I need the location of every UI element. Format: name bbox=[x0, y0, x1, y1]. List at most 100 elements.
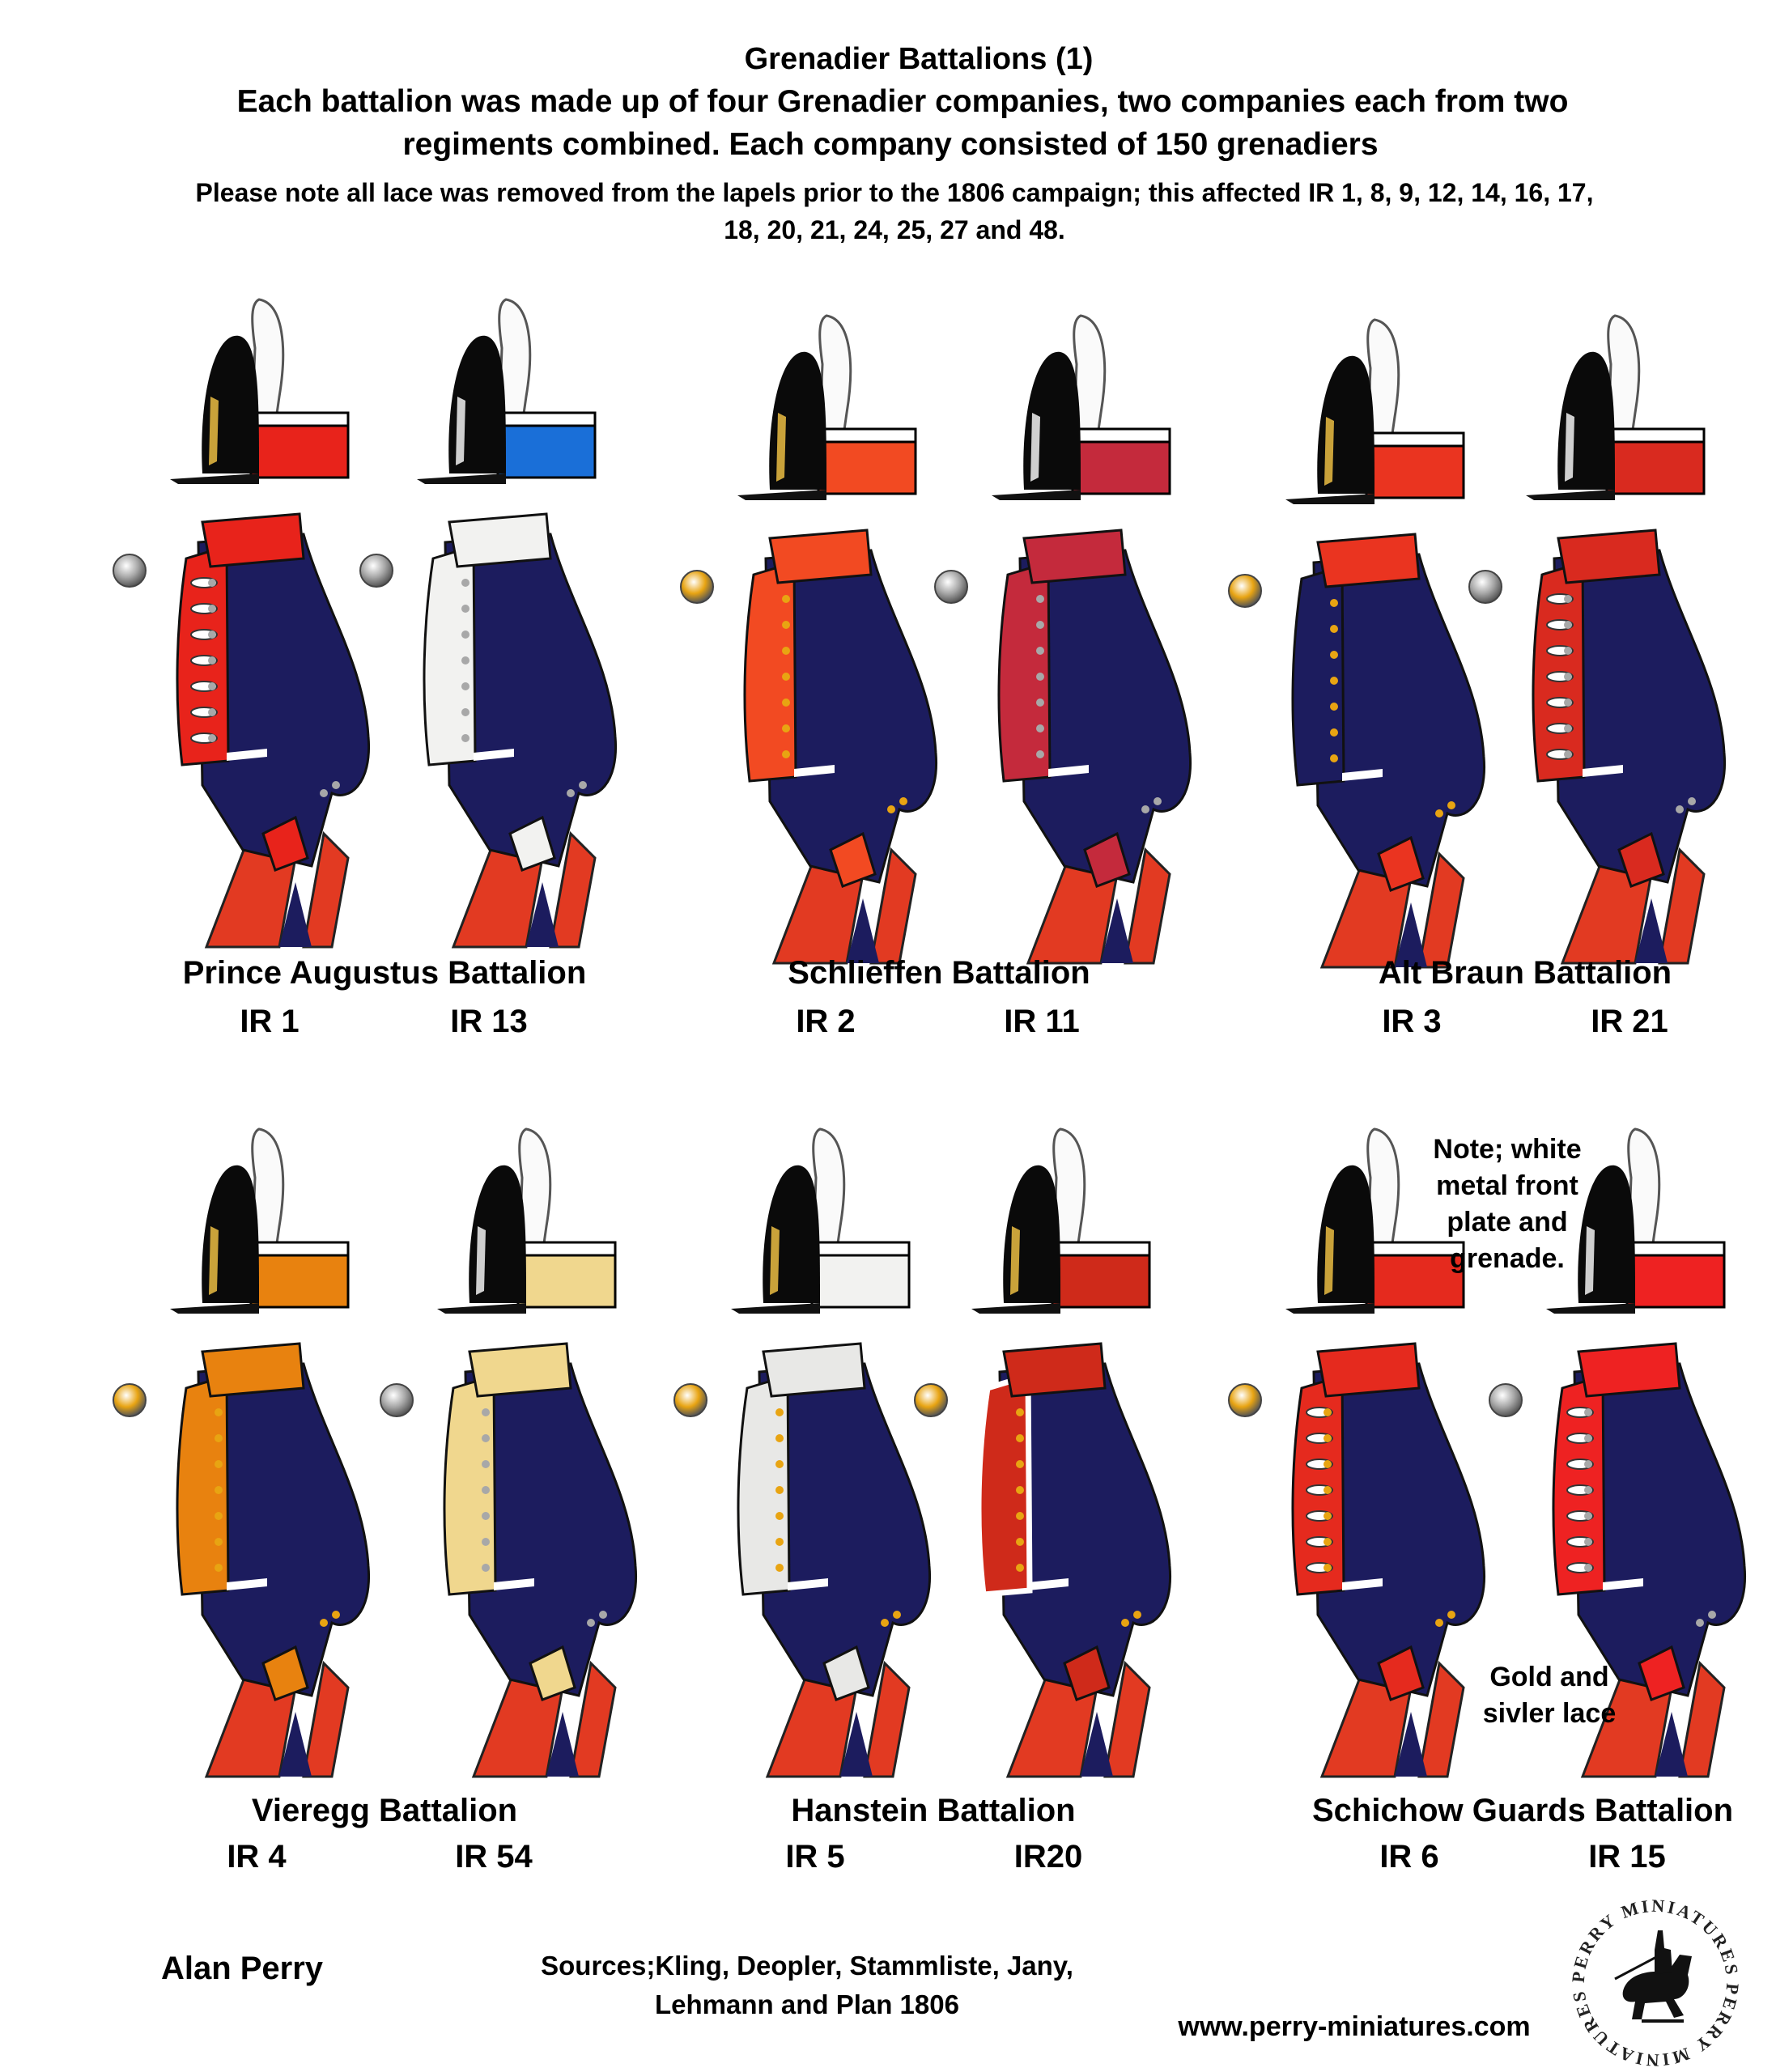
collar bbox=[201, 512, 305, 568]
lapel-button bbox=[215, 1460, 223, 1468]
coat bbox=[743, 529, 938, 965]
lapel-button bbox=[461, 734, 469, 742]
sleeve-lace bbox=[494, 1578, 534, 1590]
lapel-button bbox=[1324, 1486, 1332, 1494]
cap-brim bbox=[992, 490, 1081, 500]
gold-button-swatch bbox=[1228, 1383, 1262, 1417]
grenadier-uniform-figure bbox=[113, 1127, 397, 1793]
front-plate bbox=[776, 413, 786, 482]
cap-brim bbox=[737, 490, 826, 500]
front-plate bbox=[1565, 413, 1574, 482]
grenadier-cap bbox=[1285, 318, 1465, 504]
regiment-label: IR 4 bbox=[227, 1839, 287, 1875]
regiment-label: IR 11 bbox=[1004, 1004, 1080, 1039]
regiment-label: IR 1 bbox=[240, 1004, 300, 1039]
lapel-button bbox=[1584, 1538, 1592, 1546]
coat bbox=[997, 529, 1192, 965]
perry-miniatures-logo: PERRY MINIATURES PERRY MINIATURES bbox=[1568, 1896, 1741, 2071]
grenadier-uniform-figure bbox=[1489, 1127, 1773, 1793]
grenadier-uniform-figure bbox=[914, 1127, 1198, 1793]
coat bbox=[1552, 1342, 1747, 1778]
silver-button-swatch bbox=[359, 554, 393, 588]
intro-line-2: regiments combined. Each company consist… bbox=[402, 127, 1379, 162]
tail-turnback bbox=[1395, 1712, 1427, 1777]
cuff-button bbox=[1696, 1619, 1704, 1627]
note-line: Note; white bbox=[1433, 1134, 1582, 1165]
cap-lace bbox=[1051, 1241, 1151, 1257]
collar bbox=[1577, 1342, 1681, 1398]
lace-note: Gold and sivler lace bbox=[1483, 1659, 1616, 1732]
coat-tail bbox=[1678, 1660, 1726, 1778]
cap-lace bbox=[1071, 427, 1171, 444]
lapel bbox=[176, 1374, 230, 1596]
lapel-button bbox=[1036, 724, 1044, 732]
silver-button-swatch bbox=[1489, 1383, 1523, 1417]
gold-button-swatch bbox=[680, 570, 714, 604]
coat bbox=[443, 1342, 638, 1778]
regiment-label: IR 3 bbox=[1382, 1004, 1442, 1039]
lapel bbox=[975, 1372, 1033, 1598]
coat-body bbox=[758, 1362, 932, 1697]
lapel-button bbox=[1036, 750, 1044, 758]
grenadier-uniform-figure bbox=[680, 314, 964, 979]
coat bbox=[1291, 1342, 1486, 1778]
cuff-button bbox=[1447, 801, 1455, 809]
tail-turnback bbox=[279, 882, 312, 947]
lapel-button bbox=[775, 1434, 784, 1442]
cuff-button bbox=[332, 781, 340, 789]
cuff bbox=[508, 815, 556, 872]
coat-body bbox=[1018, 549, 1192, 884]
collar bbox=[762, 1342, 866, 1398]
collar bbox=[201, 1342, 305, 1398]
cuff bbox=[822, 1645, 870, 1701]
cap-lace bbox=[817, 427, 917, 444]
note-line: metal front bbox=[1436, 1170, 1578, 1201]
tail-turnback bbox=[1081, 1712, 1113, 1777]
website-link[interactable]: www.perry-miniatures.com bbox=[1178, 2011, 1531, 2042]
lapel-button bbox=[461, 656, 469, 664]
coat-body bbox=[197, 1362, 371, 1697]
regiment-label: IR 54 bbox=[455, 1839, 533, 1875]
grenadier-cap bbox=[737, 314, 917, 500]
cap-lace bbox=[1605, 427, 1706, 444]
lapel-button bbox=[1564, 595, 1572, 603]
gold-button-swatch bbox=[1228, 574, 1262, 608]
cuff-button bbox=[1435, 809, 1443, 817]
lapel-button bbox=[1564, 647, 1572, 655]
cuff-button bbox=[1121, 1619, 1129, 1627]
silver-button-swatch bbox=[113, 554, 147, 588]
white-metal-note: Note; white metal front plate and grenad… bbox=[1433, 1132, 1581, 1277]
lapel-button bbox=[208, 579, 216, 587]
grenadier-cap bbox=[731, 1127, 911, 1314]
cuff bbox=[261, 1645, 309, 1701]
note-line: sivler lace bbox=[1482, 1698, 1617, 1729]
lapel-button bbox=[775, 1512, 784, 1520]
battalion-name: Schlieffen Battalion bbox=[788, 955, 1090, 991]
lapel-button bbox=[1584, 1434, 1592, 1442]
cuff-button bbox=[567, 789, 575, 797]
lapel-button bbox=[775, 1564, 784, 1572]
lapel-button bbox=[1584, 1564, 1592, 1572]
grenadier-uniform-figure bbox=[113, 298, 397, 963]
coat bbox=[737, 1342, 932, 1778]
lapel-button bbox=[1330, 625, 1338, 633]
grenadier-uniform-figure bbox=[1228, 1127, 1512, 1793]
coat bbox=[176, 1342, 371, 1778]
front-plate bbox=[770, 1226, 780, 1295]
lapel-button bbox=[775, 1408, 784, 1416]
collar bbox=[1316, 533, 1421, 588]
coat-tail bbox=[302, 1660, 350, 1778]
lapel-button bbox=[1564, 621, 1572, 629]
tail-turnback bbox=[1395, 902, 1427, 967]
battalion-name: Prince Augustus Battalion bbox=[182, 955, 587, 991]
lapel-button bbox=[775, 1486, 784, 1494]
cuff-button bbox=[1708, 1611, 1716, 1619]
lapel-button bbox=[215, 1408, 223, 1416]
cuff-button bbox=[1676, 805, 1684, 813]
grenadier-cap bbox=[170, 1127, 350, 1314]
cuff bbox=[261, 815, 309, 872]
grenadier-uniform-figure bbox=[380, 1127, 664, 1793]
coat-body bbox=[464, 1362, 638, 1697]
note-line: plate and bbox=[1447, 1207, 1568, 1238]
